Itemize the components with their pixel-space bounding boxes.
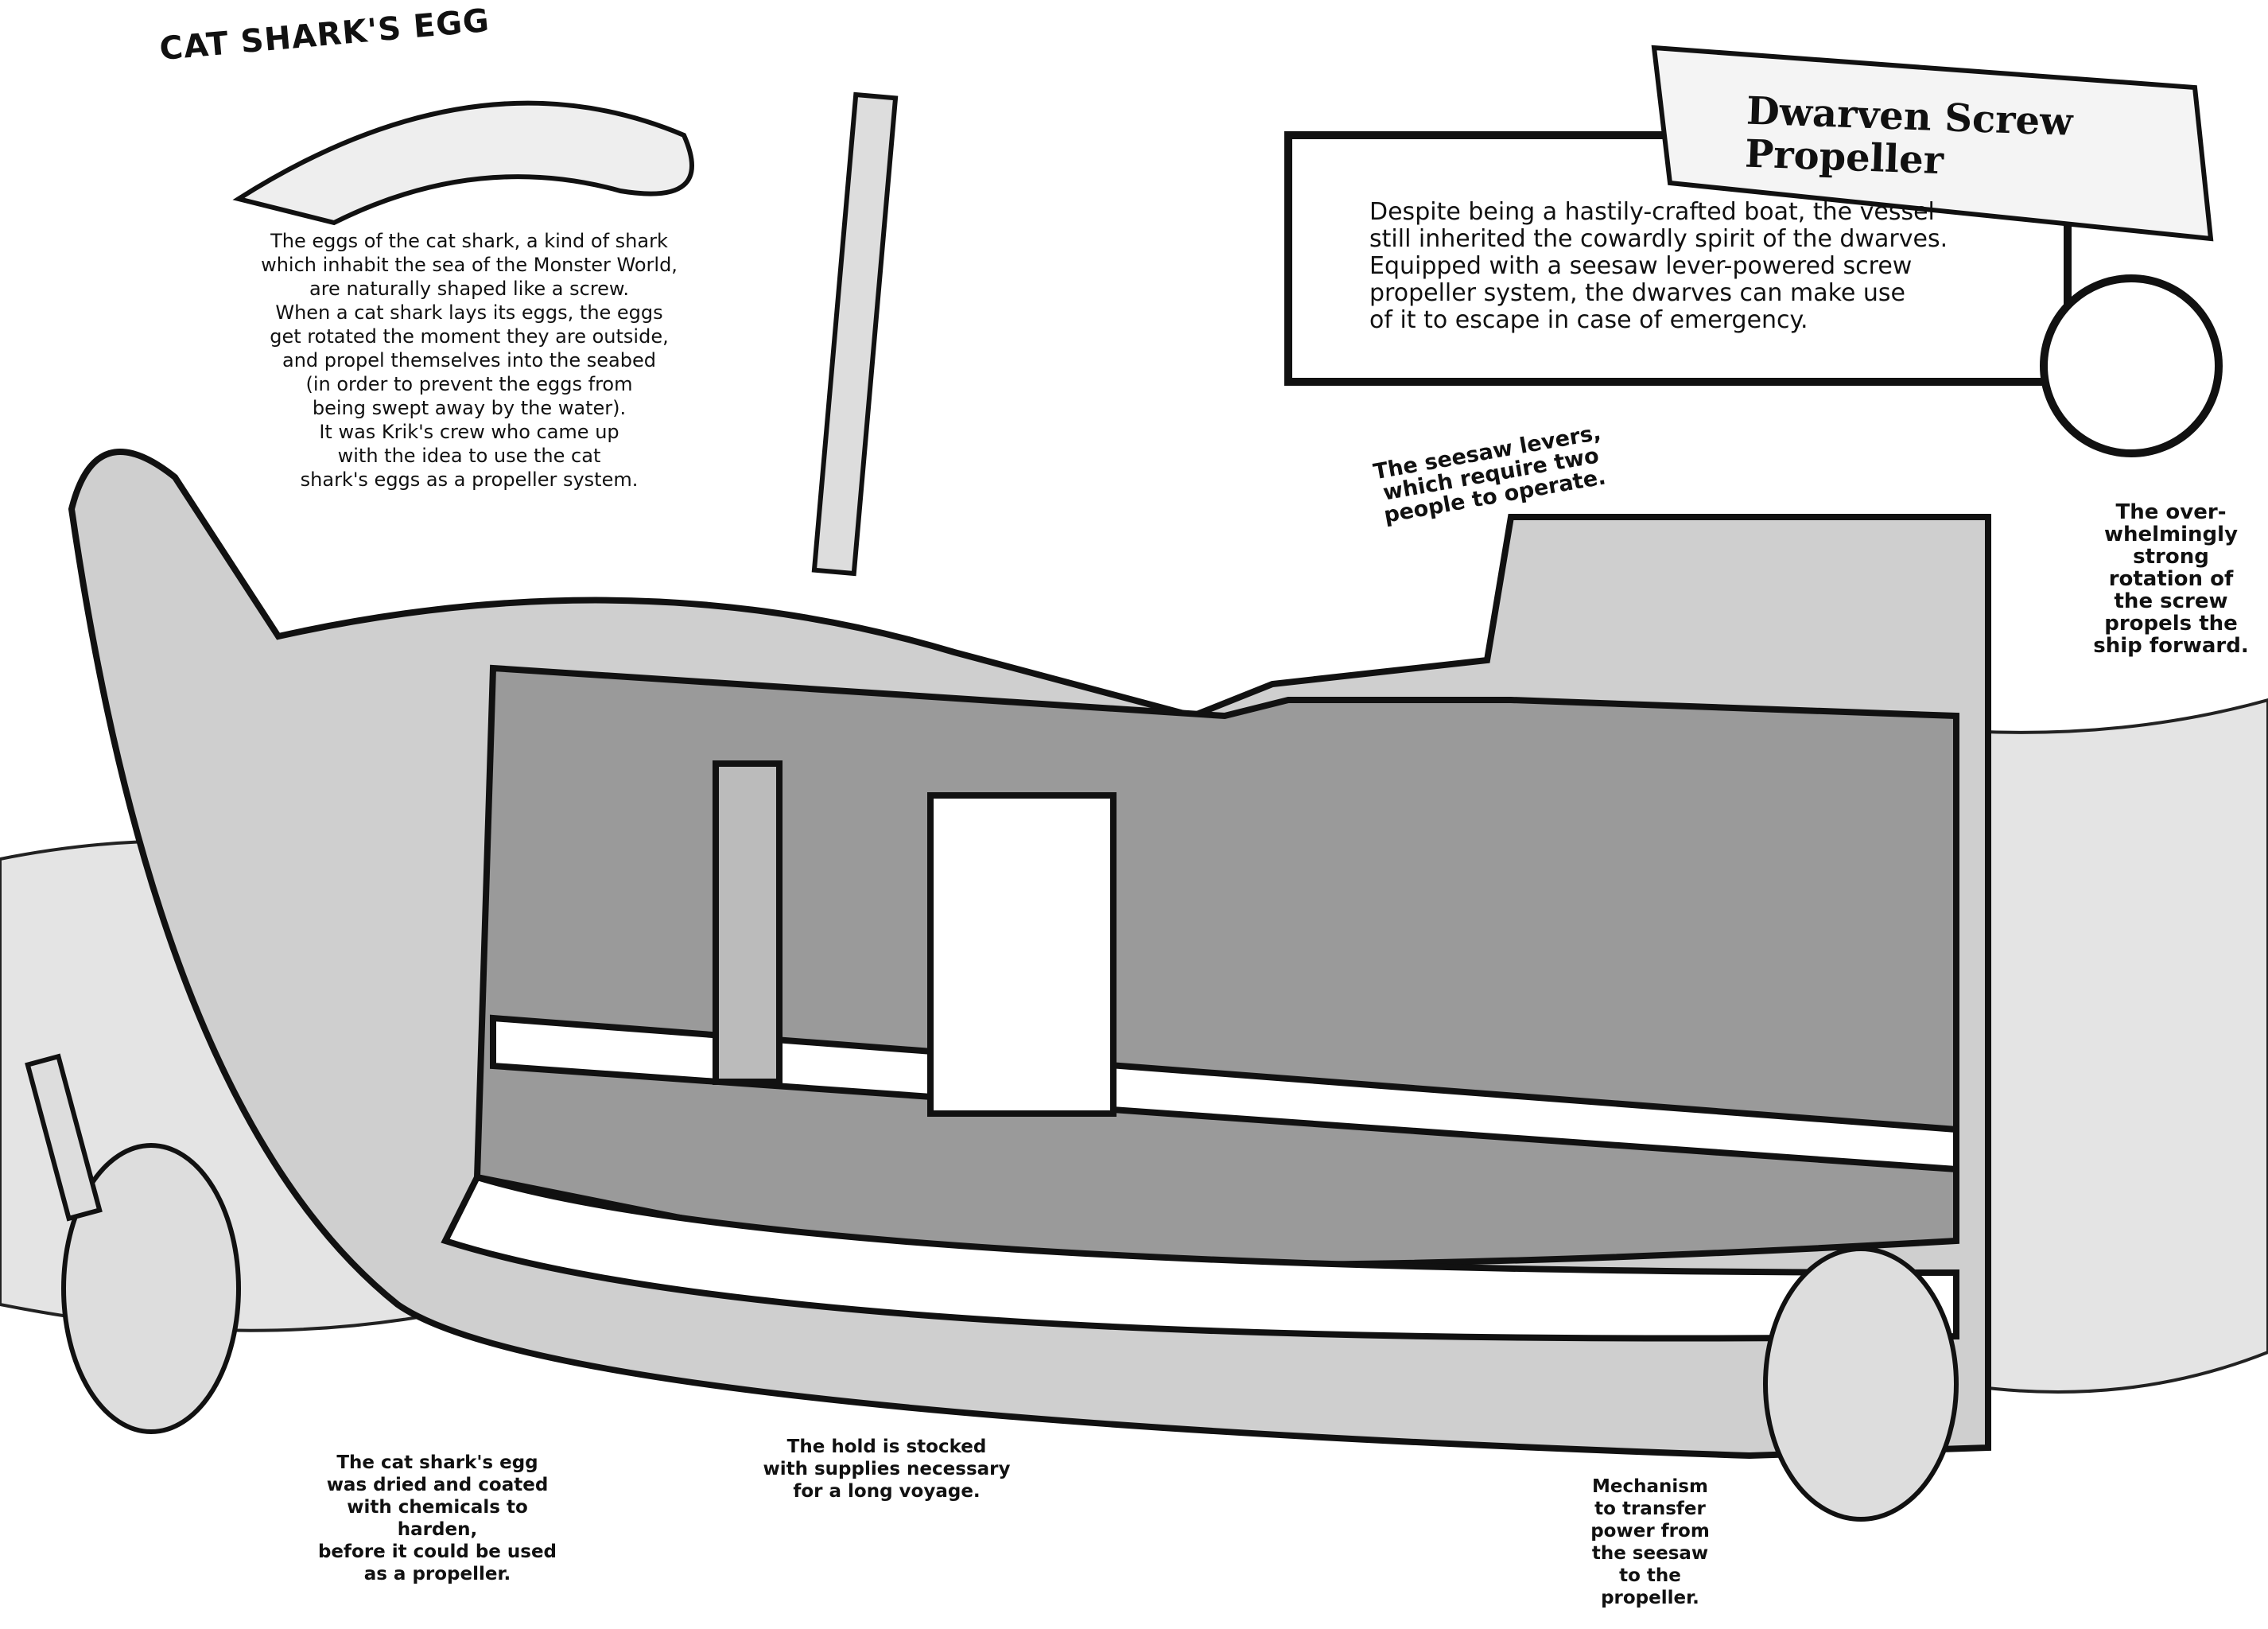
ship-wheel — [2040, 274, 2223, 457]
propeller-title: Dwarven Screw Propeller — [1744, 88, 2074, 183]
propeller-description: Despite being a hastily-crafted boat, th… — [1369, 198, 1948, 334]
mechanism-annotation: Mechanism to transfer power from the see… — [1590, 1476, 1710, 1608]
ship-hull — [68, 449, 1991, 1460]
cat-shark-drawing — [232, 100, 694, 226]
rotation-annotation: The over- whelmingly strong rotation of … — [2093, 500, 2249, 658]
mast — [811, 91, 899, 577]
screw-propeller-egg — [25, 1053, 241, 1434]
cat-shark-description: The eggs of the cat shark, a kind of sha… — [261, 230, 678, 491]
egg-coating-annotation: The cat shark's egg was dried and coated… — [317, 1452, 557, 1584]
hold-annotation: The hold is stocked with supplies necess… — [763, 1437, 1011, 1502]
paper-banner — [1651, 45, 2214, 242]
screw-propeller-stern — [1763, 1246, 1959, 1522]
